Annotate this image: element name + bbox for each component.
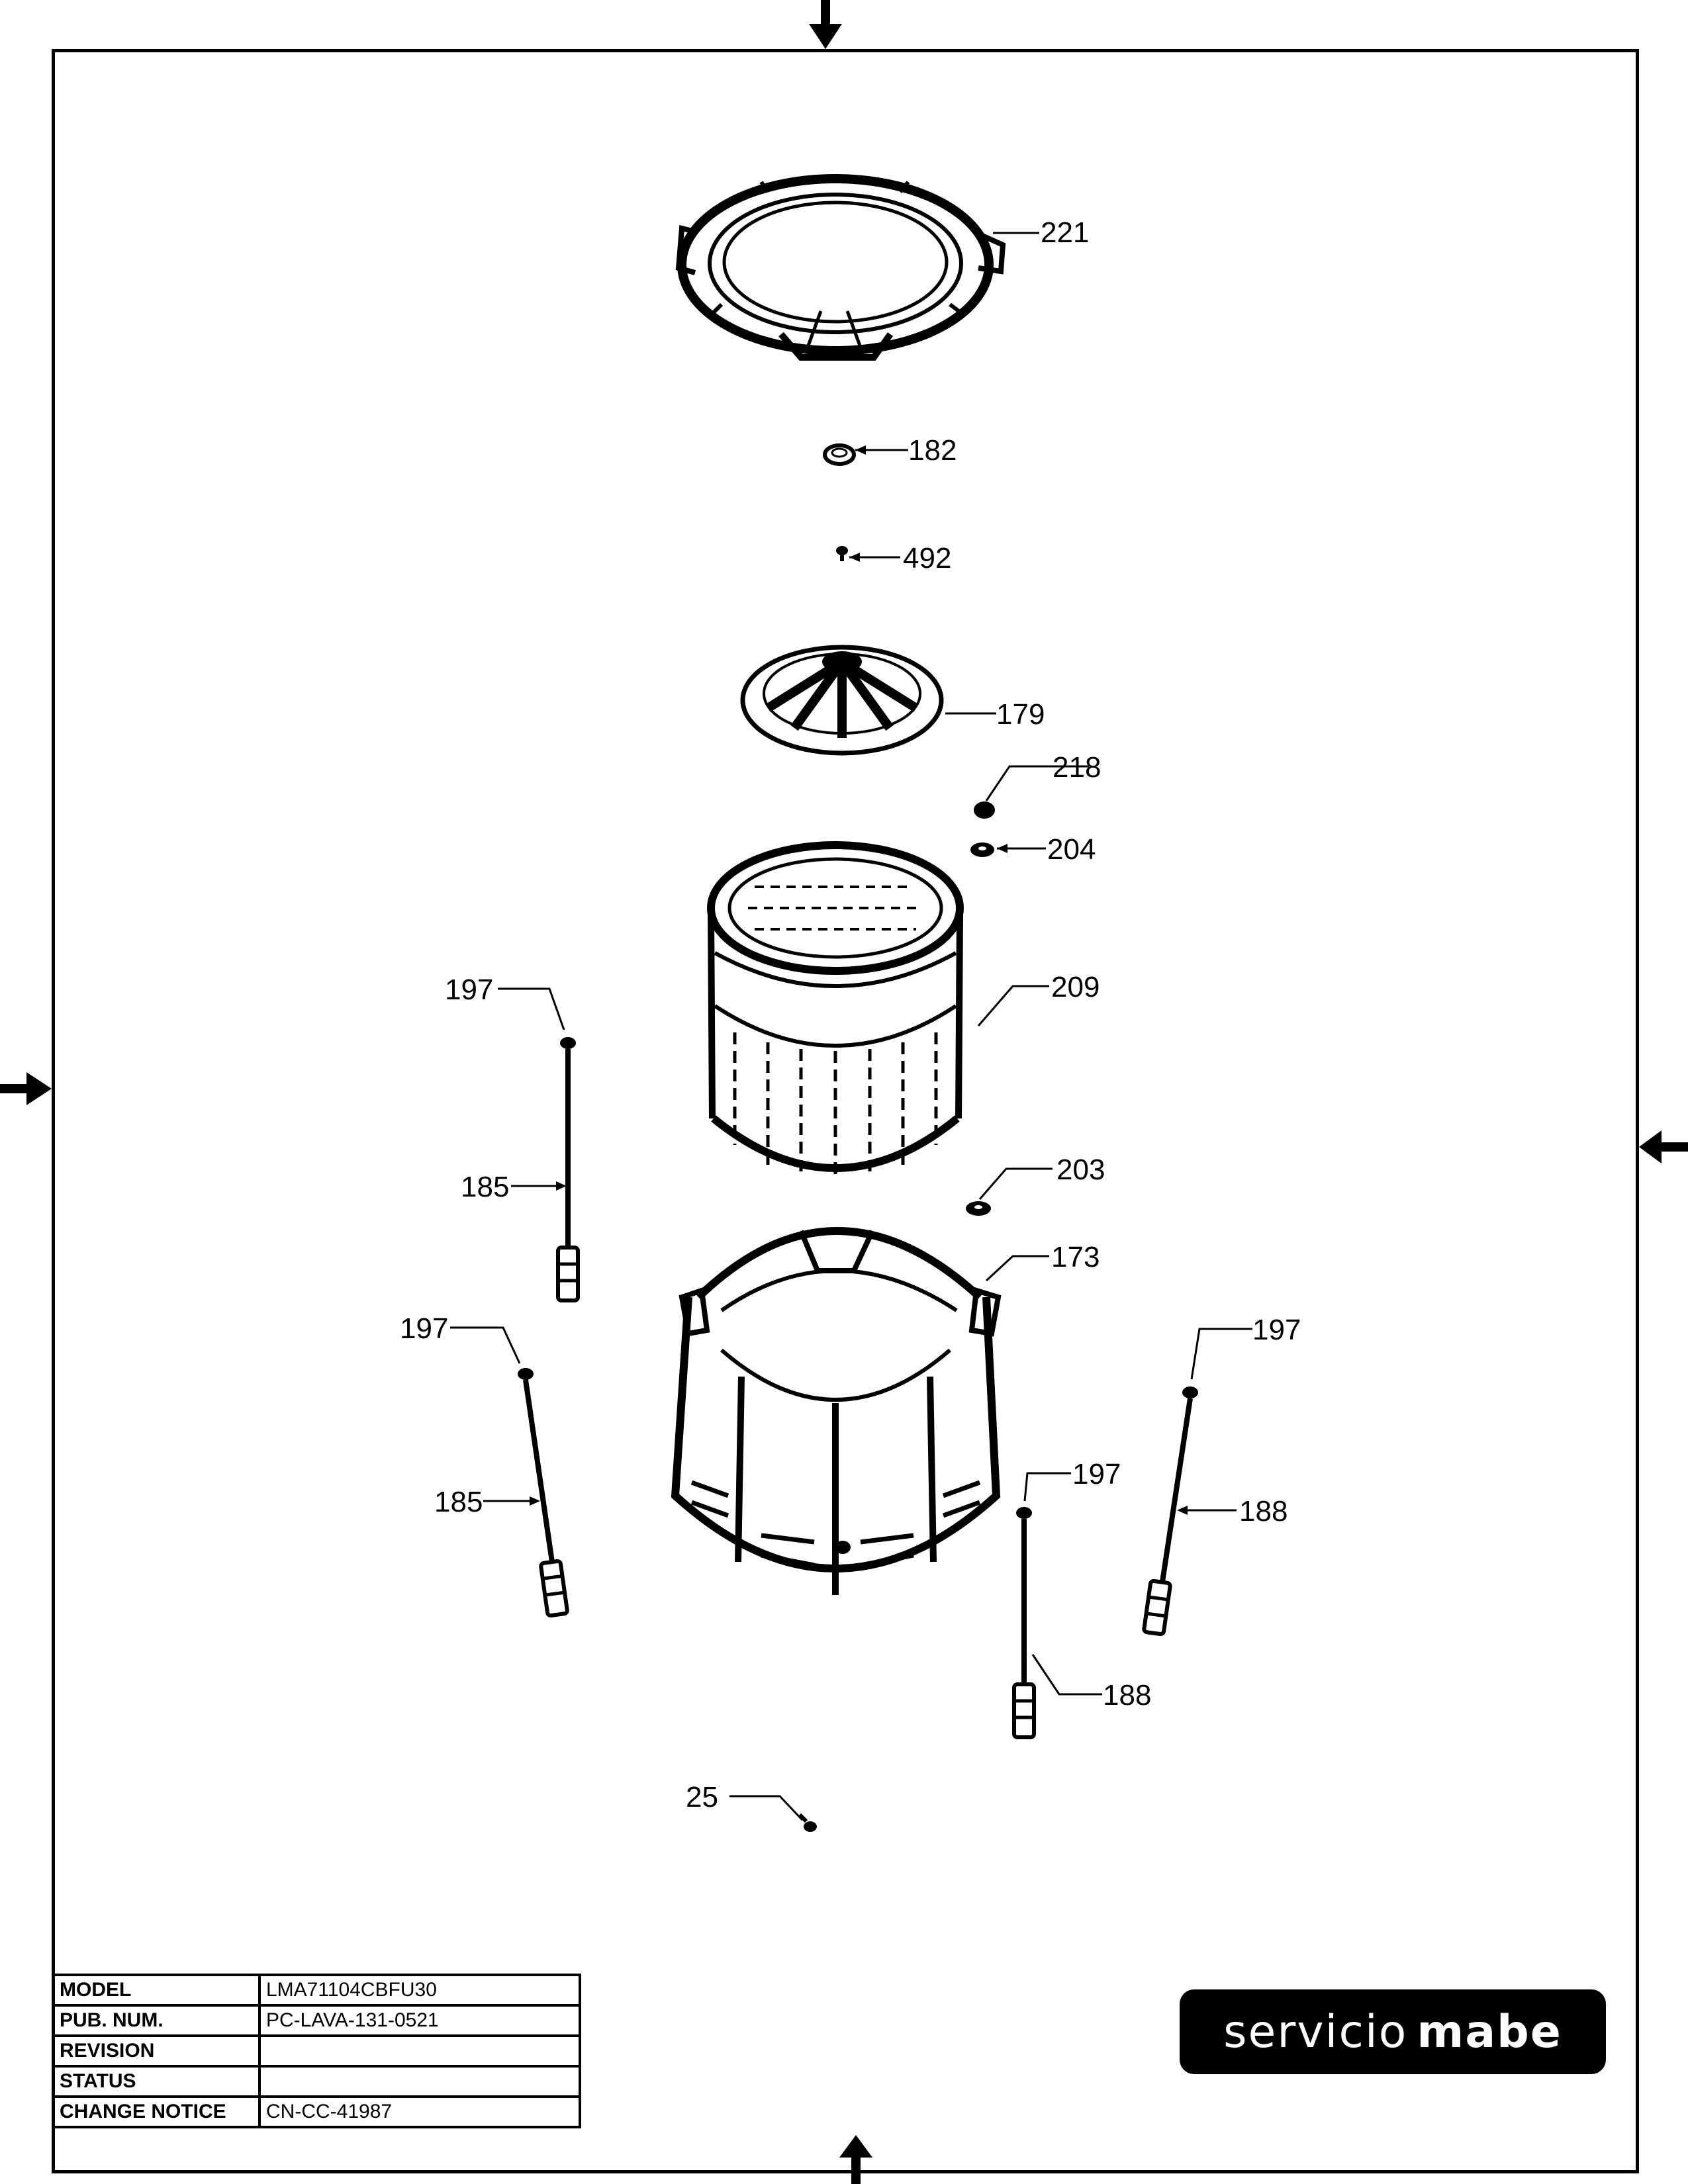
model-value: LMA71104CBFU30 xyxy=(258,1974,581,2007)
part-204-washer xyxy=(970,842,994,857)
part-221-tub-ring xyxy=(675,174,1006,361)
leader-197a xyxy=(498,987,565,1030)
part-188-suspension-rod-center xyxy=(1012,1507,1036,1739)
registration-arrow-top xyxy=(809,0,842,49)
leader-209 xyxy=(977,985,1049,1026)
leader-197b xyxy=(450,1326,521,1364)
part-25-screw xyxy=(798,1813,817,1832)
part-185-suspension-rod-left-upper xyxy=(556,1037,580,1302)
callout-25: 25 xyxy=(686,1781,718,1813)
leader-188b xyxy=(1031,1654,1102,1696)
title-row-status: STATUS xyxy=(52,2065,581,2098)
servicio-mabe-logo: servicio mabe xyxy=(1180,1989,1606,2074)
pub-num-value: PC-LAVA-131-0521 xyxy=(258,2004,581,2037)
title-row-pub-num: PUB. NUM. PC-LAVA-131-0521 xyxy=(52,2004,581,2037)
drawing-border xyxy=(52,49,1639,2173)
leader-173 xyxy=(985,1255,1049,1282)
callout-188a: 188 xyxy=(1239,1495,1288,1527)
part-173-outer-tub xyxy=(671,1227,1002,1595)
callout-492: 492 xyxy=(903,542,951,574)
part-188-suspension-rod-right xyxy=(1142,1387,1198,1637)
part-185-suspension-rod-left-lower xyxy=(518,1368,569,1618)
callout-209: 209 xyxy=(1051,971,1100,1003)
callout-221: 221 xyxy=(1041,216,1089,249)
callout-173: 173 xyxy=(1051,1241,1100,1273)
callout-197c: 197 xyxy=(1252,1314,1301,1346)
part-209-wash-basket xyxy=(707,841,964,1174)
callout-218: 218 xyxy=(1053,751,1101,784)
title-row-change-notice: CHANGE NOTICE CN-CC-41987 xyxy=(52,2095,581,2128)
leader-197c xyxy=(1190,1328,1252,1380)
leader-203 xyxy=(978,1167,1053,1200)
registration-arrow-left xyxy=(0,1072,52,1105)
part-182-nut xyxy=(823,443,856,466)
change-notice-label: CHANGE NOTICE xyxy=(52,2095,261,2128)
revision-label: REVISION xyxy=(52,2034,261,2068)
callout-185b: 185 xyxy=(434,1486,483,1518)
callout-182: 182 xyxy=(908,434,957,467)
leader-218 xyxy=(985,765,1089,801)
callout-197b: 197 xyxy=(400,1312,448,1345)
logo-word-servicio: servicio xyxy=(1223,2005,1408,2058)
registration-arrow-right xyxy=(1639,1130,1688,1163)
registration-arrow-bottom xyxy=(839,2135,872,2184)
callout-188b: 188 xyxy=(1103,1679,1151,1711)
part-492-screw xyxy=(836,546,848,561)
title-block: MODEL LMA71104CBFU30 PUB. NUM. PC-LAVA-1… xyxy=(52,1974,581,2128)
model-label: MODEL xyxy=(52,1974,261,2007)
part-218-cap xyxy=(974,801,995,819)
logo-word-mabe: mabe xyxy=(1417,2005,1562,2058)
title-row-model: MODEL LMA71104CBFU30 xyxy=(52,1974,581,2007)
status-label: STATUS xyxy=(52,2065,261,2098)
change-notice-value: CN-CC-41987 xyxy=(258,2095,581,2128)
callout-185a: 185 xyxy=(461,1171,509,1203)
callout-203: 203 xyxy=(1056,1154,1105,1186)
status-value xyxy=(258,2065,581,2098)
callout-204: 204 xyxy=(1047,833,1096,866)
leader-25 xyxy=(729,1795,804,1821)
callout-197d: 197 xyxy=(1072,1458,1121,1490)
title-row-revision: REVISION xyxy=(52,2034,581,2068)
callout-197a: 197 xyxy=(445,974,493,1006)
revision-value xyxy=(258,2034,581,2068)
leader-197d xyxy=(1023,1472,1071,1502)
pub-num-label: PUB. NUM. xyxy=(52,2004,261,2037)
part-179-impeller xyxy=(740,645,944,756)
part-203-washer xyxy=(966,1201,991,1216)
callout-179: 179 xyxy=(996,698,1045,731)
